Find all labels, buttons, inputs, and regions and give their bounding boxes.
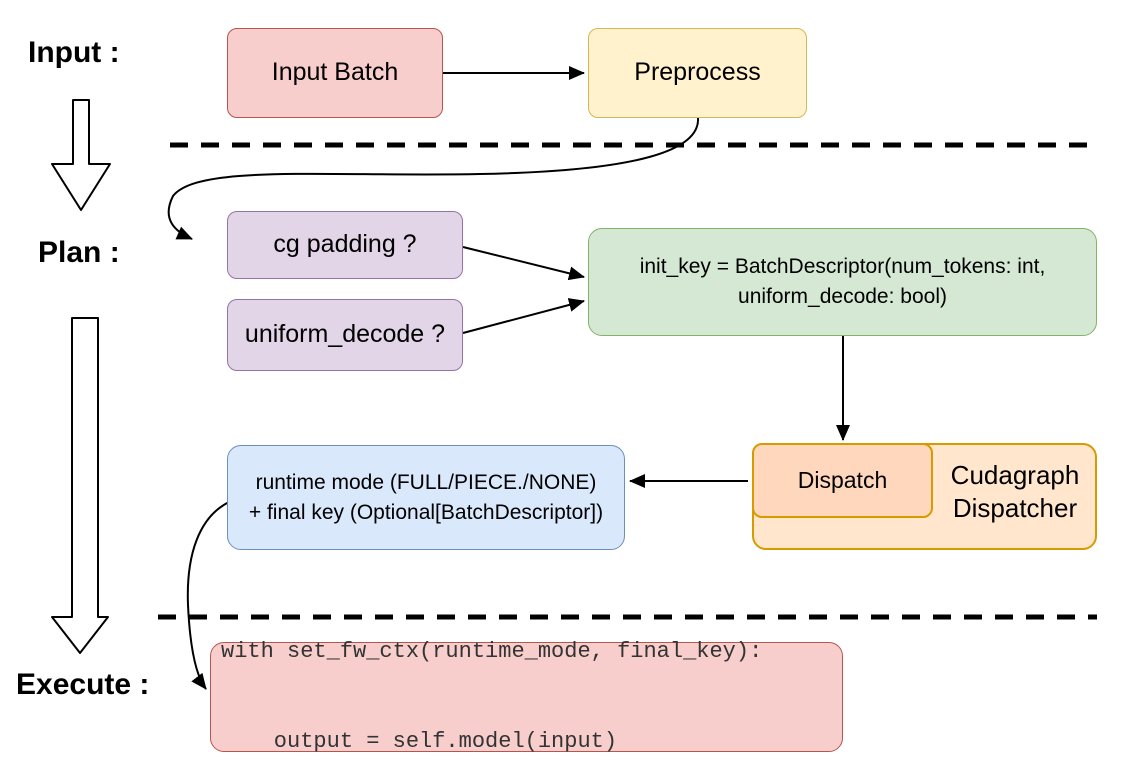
- node-input-batch-label: Input Batch: [271, 58, 399, 87]
- node-cudagraph-dispatcher-line2: Dispatcher: [952, 493, 1078, 523]
- stage-arrow-plan: [51, 317, 109, 654]
- node-cg-padding-label: cg padding ?: [273, 230, 417, 259]
- stage-label-plan: Plan :: [38, 236, 120, 269]
- node-preprocess: Preprocess: [588, 28, 807, 118]
- node-uniform-decode-label: uniform_decode ?: [244, 320, 446, 349]
- execute-code-line2: output = self.model(input): [221, 729, 618, 754]
- node-runtime-mode-line2: + final key (Optional[BatchDescriptor]): [248, 500, 604, 524]
- node-init-key-line1: init_key = BatchDescriptor(num_tokens: i…: [639, 255, 1046, 278]
- node-uniform-decode: uniform_decode ?: [227, 299, 463, 371]
- node-runtime-mode-line1: runtime mode (FULL/PIECE./NONE): [255, 470, 597, 494]
- arrow-cgpadding-to-initkey: [462, 246, 585, 281]
- arrow-uniformdecode-to-initkey: [462, 298, 585, 334]
- node-dispatch-label: Dispatch: [797, 467, 888, 494]
- arrow-preprocess-to-cgpadding: [167, 117, 700, 240]
- node-preprocess-label: Preprocess: [634, 58, 761, 87]
- node-cg-padding: cg padding ?: [227, 211, 463, 279]
- node-execute-code: with set_fw_ctx(runtime_mode, final_key)…: [210, 639, 843, 754]
- node-dispatch: Dispatch: [752, 443, 933, 518]
- node-init-key: init_key = BatchDescriptor(num_tokens: i…: [588, 228, 1097, 336]
- arrow-runtimemode-to-executecode: [186, 501, 230, 690]
- node-input-batch: Input Batch: [227, 28, 443, 118]
- stage-label-execute: Execute :: [16, 668, 150, 701]
- node-cudagraph-dispatcher-label: Cudagraph Dispatcher: [933, 459, 1097, 525]
- execute-code-line1: with set_fw_ctx(runtime_mode, final_key)…: [221, 639, 763, 664]
- node-runtime-mode: runtime mode (FULL/PIECE./NONE) + final …: [227, 445, 625, 550]
- node-cudagraph-dispatcher-line1: Cudagraph: [950, 460, 1080, 490]
- execute-code-text: with set_fw_ctx(runtime_mode, final_key)…: [221, 577, 762, 770]
- stage-arrow-input: [51, 99, 111, 211]
- node-init-key-line2: uniform_decode: bool): [738, 285, 947, 308]
- stage-label-input: Input :: [28, 36, 120, 69]
